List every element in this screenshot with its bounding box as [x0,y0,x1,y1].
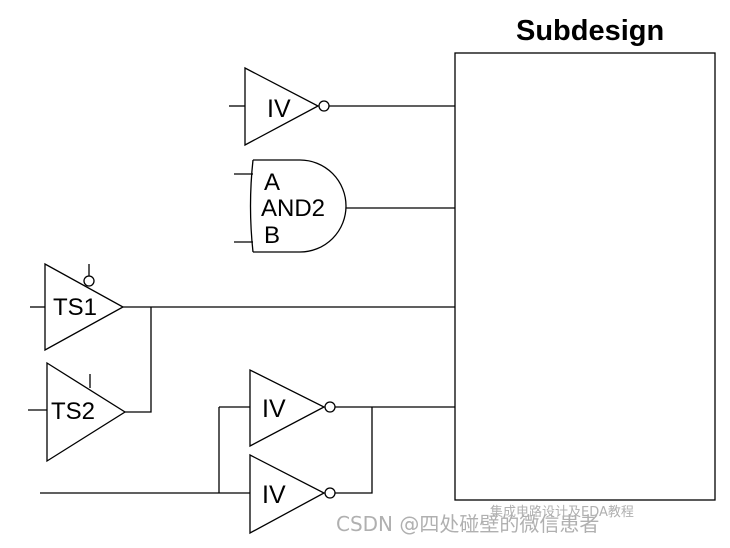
inverter-top [229,66,455,147]
iv-top-label: IV [267,95,291,123]
and2-input-a-label: A [264,169,280,196]
tristate-buffer-ts2 [28,307,152,463]
wire-output-tie [335,407,373,494]
ts1-label: TS1 [53,294,97,321]
tristate-buffer-ts1 [30,262,455,352]
watermark-sub: 集成电路设计及EDA教程 [490,504,634,520]
inverter-bottom [40,407,373,535]
wire-ts2-out [125,307,152,413]
subdesign-title: Subdesign [516,15,664,47]
ts2-label: TS2 [51,398,95,425]
inverter-middle [219,368,455,448]
watermark-main: CSDN @四处碰壁的微信患者 [336,512,599,536]
and2-label: AND2 [261,195,325,222]
and2-input-b-label: B [264,222,280,249]
and2-gate [234,159,455,253]
subdesign-block [454,52,716,501]
iv-middle-label: IV [262,395,286,423]
iv-bottom-label: IV [262,481,286,509]
